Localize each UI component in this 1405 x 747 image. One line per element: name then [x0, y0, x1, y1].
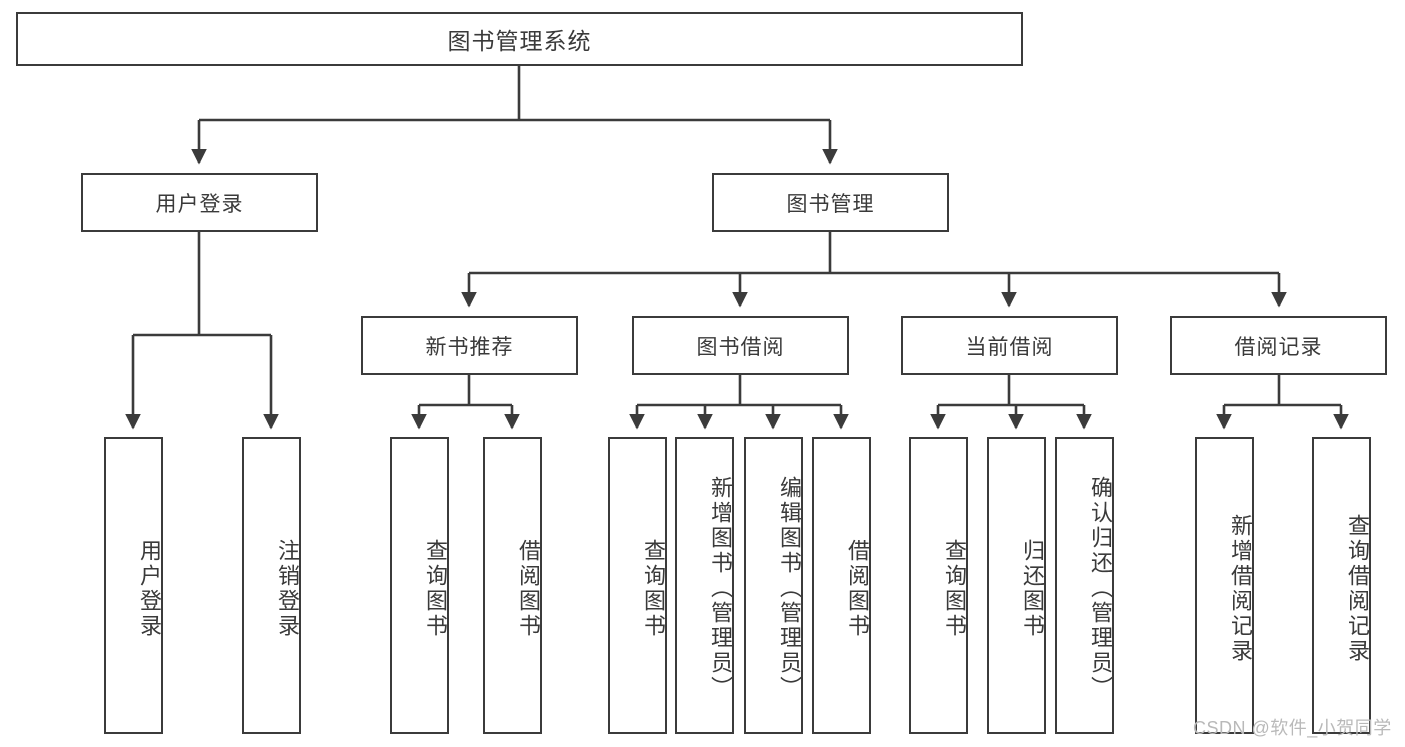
- node-leaf-return-book[interactable]: 归还图书: [987, 437, 1046, 734]
- node-leaf-confirm-return-label: 确认归还（管理员）: [1088, 476, 1113, 701]
- node-borrow-record[interactable]: 借阅记录: [1170, 316, 1387, 375]
- watermark: CSDN @软件_小贺同学: [1193, 718, 1392, 738]
- node-leaf-logout-label: 注销登录: [275, 538, 300, 639]
- node-current-borrow[interactable]: 当前借阅: [901, 316, 1118, 375]
- node-root[interactable]: 图书管理系统: [16, 12, 1023, 66]
- node-leaf-return-book-label: 归还图书: [1020, 538, 1045, 639]
- node-borrow-record-label: 借阅记录: [1234, 335, 1323, 359]
- node-current-borrow-label: 当前借阅: [965, 335, 1054, 359]
- node-book-borrow[interactable]: 图书借阅: [632, 316, 849, 375]
- node-leaf-add-book[interactable]: 新增图书（管理员）: [675, 437, 734, 734]
- node-leaf-query-book-1-label: 查询图书: [423, 538, 448, 639]
- node-leaf-borrow-book-2[interactable]: 借阅图书: [812, 437, 871, 734]
- node-leaf-user-login-label: 用户登录: [137, 538, 162, 639]
- node-leaf-add-record-label: 新增借阅记录: [1228, 513, 1253, 664]
- node-leaf-query-book-2-label: 查询图书: [641, 538, 666, 639]
- node-leaf-edit-book-label: 编辑图书（管理员）: [777, 476, 802, 701]
- node-leaf-logout[interactable]: 注销登录: [242, 437, 301, 734]
- node-leaf-query-record-label: 查询借阅记录: [1345, 513, 1370, 664]
- node-leaf-query-record[interactable]: 查询借阅记录: [1312, 437, 1371, 734]
- node-root-label: 图书管理系统: [447, 28, 592, 54]
- node-leaf-add-record[interactable]: 新增借阅记录: [1195, 437, 1254, 734]
- node-leaf-add-book-label: 新增图书（管理员）: [708, 476, 733, 701]
- node-user-login[interactable]: 用户登录: [81, 173, 318, 232]
- node-book-borrow-label: 图书借阅: [696, 335, 785, 359]
- node-leaf-confirm-return[interactable]: 确认归还（管理员）: [1055, 437, 1114, 734]
- node-leaf-query-book-1[interactable]: 查询图书: [390, 437, 449, 734]
- node-book-manage-label: 图书管理: [786, 192, 875, 216]
- node-leaf-query-book-3[interactable]: 查询图书: [909, 437, 968, 734]
- node-leaf-borrow-book-1-label: 借阅图书: [516, 538, 541, 639]
- node-user-login-label: 用户登录: [155, 192, 244, 216]
- node-leaf-query-book-3-label: 查询图书: [942, 538, 967, 639]
- node-new-book-recommend[interactable]: 新书推荐: [361, 316, 578, 375]
- node-leaf-edit-book[interactable]: 编辑图书（管理员）: [744, 437, 803, 734]
- node-leaf-query-book-2[interactable]: 查询图书: [608, 437, 667, 734]
- node-leaf-user-login[interactable]: 用户登录: [104, 437, 163, 734]
- node-book-manage[interactable]: 图书管理: [712, 173, 949, 232]
- node-new-book-recommend-label: 新书推荐: [425, 335, 514, 359]
- node-leaf-borrow-book-1[interactable]: 借阅图书: [483, 437, 542, 734]
- node-leaf-borrow-book-2-label: 借阅图书: [845, 538, 870, 639]
